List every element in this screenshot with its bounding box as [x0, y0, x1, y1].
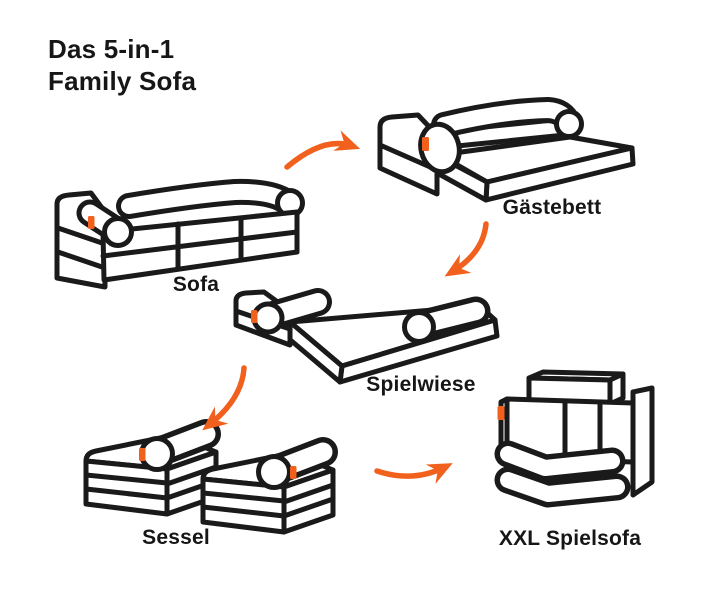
bolster-pillow: [418, 121, 462, 175]
brand-tag-icon: [88, 216, 95, 229]
sofa-label: Sofa: [172, 273, 220, 296]
sofa-illustration: [54, 178, 305, 290]
bolster-end-cap: [402, 310, 436, 344]
spielwiese-label: Spielwiese: [366, 373, 476, 396]
bolster-end-cap: [554, 109, 584, 139]
sessel-illustration: [65, 415, 340, 547]
brand-tag-icon: [422, 137, 429, 151]
curved-arrow-sessel-to-xxl-icon: [374, 463, 453, 484]
gaestebett-illustration: [377, 97, 636, 203]
sessel-label: Sessel: [142, 526, 210, 549]
title-line-2: Family Sofa: [48, 65, 197, 96]
xxl-spielsofa-label: XXL Spielsofa: [498, 527, 642, 550]
spielwiese-illustration: [233, 288, 500, 385]
curved-arrow-gaestebett-to-spielwiese-icon: [444, 221, 489, 277]
brand-tag-icon: [139, 448, 146, 461]
page-title: Das 5-in-1 Family Sofa: [48, 34, 196, 97]
gaestebett-label: Gästebett: [502, 196, 602, 219]
brand-tag-icon: [497, 406, 505, 420]
brand-tag-icon: [251, 310, 258, 323]
curved-arrow-sofa-to-gaestebett-icon: [284, 130, 361, 170]
armchair-left: [86, 434, 216, 514]
xxl-spielsofa-illustration: [494, 369, 655, 508]
title-line-1: Das 5-in-1: [48, 34, 175, 64]
armchair-right: [203, 452, 333, 532]
brand-tag-icon: [290, 466, 297, 479]
side-panel: [630, 385, 655, 498]
